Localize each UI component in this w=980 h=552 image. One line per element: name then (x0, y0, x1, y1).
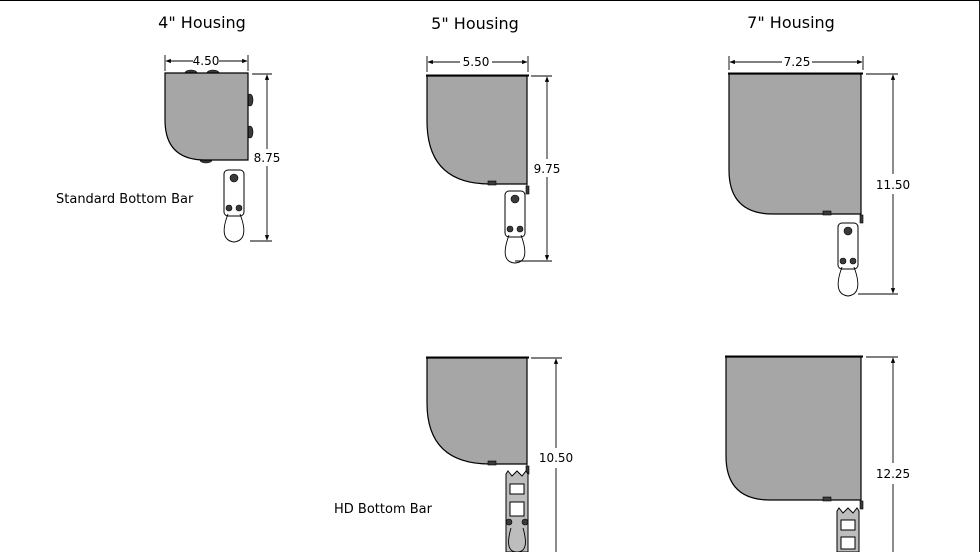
housing-7-standard: 7.25 11.50 (728, 55, 910, 297)
bottom-bar-5-screw-top (510, 194, 520, 204)
hd-bottom-bar-5-loop (508, 527, 526, 552)
standard-bottom-bar-4 (223, 169, 245, 243)
housing-7-height-label: 11.50 (876, 178, 910, 192)
housing-5-bottom-clip (487, 180, 497, 186)
hd-bottom-bar-7-slot-mid (840, 536, 856, 550)
label-hd-bottom-bar: HD Bottom Bar (334, 502, 433, 517)
housing-4-standard: 4.50 8.75 (164, 54, 281, 243)
hd-bottom-bar-5-screw-right (521, 518, 529, 526)
housing-5-end-clip (525, 185, 530, 195)
standard-bottom-bar-5 (504, 190, 526, 264)
housing-4-height-label: 8.75 (254, 151, 281, 165)
title-7-housing: 7" Housing (747, 13, 835, 32)
housing-7-hd-height-label: 12.25 (876, 467, 910, 481)
standard-bottom-bar-7 (837, 222, 859, 297)
bottom-bar-4-bracket (223, 169, 245, 217)
bottom-bar-5-screw-right (516, 225, 524, 233)
housing-5-hd-height-label: 10.50 (539, 451, 573, 465)
bottom-bar-7-screw-left (839, 257, 847, 265)
bottom-bar-7-loop (837, 266, 859, 297)
housing-5-standard: 5.50 9.75 (426, 55, 561, 264)
bottom-bar-4-screw-top (229, 173, 239, 183)
housing-7-body (728, 73, 862, 215)
title-5-housing: 5" Housing (431, 14, 519, 33)
housing-5-hd: 10.50 (426, 356, 573, 552)
hd-bottom-bar-5-screw-left (505, 518, 513, 526)
bottom-bar-4-screw-right (235, 204, 243, 212)
housing-7-hd-body (725, 356, 862, 501)
bottom-bar-4-screw-left (225, 204, 233, 212)
housing-5-hd-bottom-clip (487, 460, 497, 466)
bottom-bar-7-screw-right (849, 257, 857, 265)
bottom-bar-5-screw-left (506, 225, 514, 233)
housing-4-width-label: 4.50 (193, 54, 220, 68)
housing-7-width-label: 7.25 (784, 55, 811, 69)
housing-7-hd-end-clip (859, 500, 864, 510)
bottom-bar-4-loop (223, 213, 245, 243)
housing-5-width-label: 5.50 (463, 55, 490, 69)
housing-7-bottom-clip (822, 210, 832, 216)
housing-7-end-clip (859, 214, 864, 224)
housing-5-hd-body (426, 357, 528, 465)
housing-7-hd-bottom-clip (822, 496, 832, 502)
bottom-bar-7-bracket (837, 222, 859, 270)
housing-5-body (426, 75, 528, 185)
hd-bottom-bar-7-slot-top (840, 519, 856, 531)
housing-7-hd: 12.25 (725, 355, 910, 552)
label-standard-bottom-bar: Standard Bottom Bar (56, 192, 194, 207)
housing-4-body (164, 72, 249, 161)
hd-bottom-bar-5-slot-top (509, 483, 525, 495)
hd-bottom-bar-7 (836, 507, 860, 552)
hd-bottom-bar-5-slot-mid (509, 501, 525, 517)
bottom-bar-5-bracket (504, 190, 526, 238)
housing-5-height-label: 9.75 (534, 162, 561, 176)
title-4-housing: 4" Housing (158, 13, 246, 32)
hd-bottom-bar-5 (505, 470, 529, 552)
bottom-bar-5-loop (504, 234, 526, 264)
bottom-bar-7-screw-top (843, 226, 853, 236)
